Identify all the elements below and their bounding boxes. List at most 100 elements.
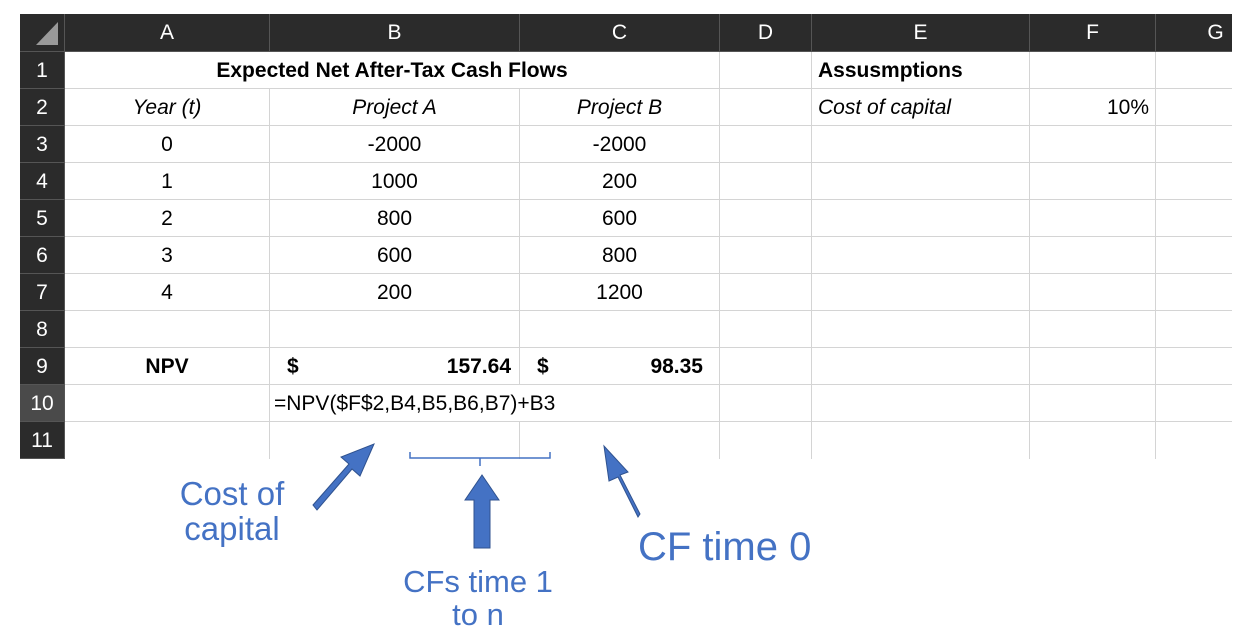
row-header-3[interactable]: 3 (20, 126, 65, 163)
header-project-a-cell[interactable]: Project A (270, 89, 520, 126)
npv-project-b-cell[interactable]: $ 98.35 (520, 348, 720, 385)
cell-d8[interactable] (720, 311, 812, 348)
cell-a10[interactable] (65, 385, 270, 422)
cell-g2[interactable] (1156, 89, 1232, 126)
cell-d10[interactable] (720, 385, 812, 422)
project-b-cell[interactable]: 200 (520, 163, 720, 200)
cell-g1[interactable] (1156, 52, 1232, 89)
cell-d5[interactable] (720, 200, 812, 237)
cell-g6[interactable] (1156, 237, 1232, 274)
cell-c11[interactable] (520, 422, 720, 459)
cell-d11[interactable] (720, 422, 812, 459)
spreadsheet-grid[interactable]: A B C D E F G 1 2 3 4 5 6 7 8 9 10 11 Ex… (20, 14, 1232, 465)
column-header-f[interactable]: F (1030, 14, 1156, 52)
column-header-c[interactable]: C (520, 14, 720, 52)
cell-c8[interactable] (520, 311, 720, 348)
project-a-cell[interactable]: 800 (270, 200, 520, 237)
row-header-2[interactable]: 2 (20, 89, 65, 126)
cell-e5[interactable] (812, 200, 1030, 237)
cell-f1[interactable] (1030, 52, 1156, 89)
cell-f10[interactable] (1030, 385, 1156, 422)
project-a-cell[interactable]: 600 (270, 237, 520, 274)
cell-e9[interactable] (812, 348, 1030, 385)
cell-d3[interactable] (720, 126, 812, 163)
cell-d1[interactable] (720, 52, 812, 89)
grid-crop-mask (0, 464, 1252, 638)
cell-a11[interactable] (65, 422, 270, 459)
currency-symbol: $ (287, 355, 299, 378)
cell-g4[interactable] (1156, 163, 1232, 200)
cell-d9[interactable] (720, 348, 812, 385)
row-header-5[interactable]: 5 (20, 200, 65, 237)
cell-e11[interactable] (812, 422, 1030, 459)
cell-d2[interactable] (720, 89, 812, 126)
column-header-a[interactable]: A (65, 14, 270, 52)
cost-of-capital-value-cell[interactable]: 10% (1030, 89, 1156, 126)
project-a-cell[interactable]: -2000 (270, 126, 520, 163)
select-all-triangle-icon (36, 22, 58, 45)
column-header-e[interactable]: E (812, 14, 1030, 52)
cell-g3[interactable] (1156, 126, 1232, 163)
row-header-4[interactable]: 4 (20, 163, 65, 200)
header-year-cell[interactable]: Year (t) (65, 89, 270, 126)
cell-g7[interactable] (1156, 274, 1232, 311)
row-header-11[interactable]: 11 (20, 422, 65, 459)
npv-formula-text: =NPV($F$2,B4,B5,B6,B7)+B3 (274, 392, 556, 415)
npv-label-cell[interactable]: NPV (65, 348, 270, 385)
project-a-cell[interactable]: 1000 (270, 163, 520, 200)
project-b-cell[interactable]: 1200 (520, 274, 720, 311)
year-cell[interactable]: 3 (65, 237, 270, 274)
npv-project-a-cell[interactable]: $ 157.64 (270, 348, 520, 385)
year-cell[interactable]: 2 (65, 200, 270, 237)
cell-g11[interactable] (1156, 422, 1232, 459)
row-header-9[interactable]: 9 (20, 348, 65, 385)
column-header-d[interactable]: D (720, 14, 812, 52)
project-b-cell[interactable]: 600 (520, 200, 720, 237)
project-a-cell[interactable]: 200 (270, 274, 520, 311)
project-b-cell[interactable]: 800 (520, 237, 720, 274)
cost-of-capital-label-cell[interactable]: Cost of capital (812, 89, 1030, 126)
cell-e7[interactable] (812, 274, 1030, 311)
cell-g5[interactable] (1156, 200, 1232, 237)
row-header-6[interactable]: 6 (20, 237, 65, 274)
cell-g8[interactable] (1156, 311, 1232, 348)
cell-e6[interactable] (812, 237, 1030, 274)
cell-f4[interactable] (1030, 163, 1156, 200)
select-all-corner[interactable] (20, 14, 65, 52)
year-cell[interactable]: 0 (65, 126, 270, 163)
cell-e10[interactable] (812, 385, 1030, 422)
cell-e3[interactable] (812, 126, 1030, 163)
cell-b11[interactable] (270, 422, 520, 459)
cell-f11[interactable] (1030, 422, 1156, 459)
row-header-8[interactable]: 8 (20, 311, 65, 348)
assumptions-title-cell[interactable]: Assusmptions (812, 52, 1030, 89)
cell-g9[interactable] (1156, 348, 1232, 385)
cell-b8[interactable] (270, 311, 520, 348)
header-project-b-cell[interactable]: Project B (520, 89, 720, 126)
cell-f3[interactable] (1030, 126, 1156, 163)
project-b-cell[interactable]: -2000 (520, 126, 720, 163)
npv-project-b-value: 98.35 (650, 355, 703, 378)
year-cell[interactable]: 4 (65, 274, 270, 311)
cell-e4[interactable] (812, 163, 1030, 200)
cell-d7[interactable] (720, 274, 812, 311)
cell-f6[interactable] (1030, 237, 1156, 274)
cell-a8[interactable] (65, 311, 270, 348)
cell-g10[interactable] (1156, 385, 1232, 422)
year-cell[interactable]: 1 (65, 163, 270, 200)
cell-f9[interactable] (1030, 348, 1156, 385)
formula-cell[interactable]: =NPV($F$2,B4,B5,B6,B7)+B3 (270, 385, 720, 422)
column-header-b[interactable]: B (270, 14, 520, 52)
row-header-1[interactable]: 1 (20, 52, 65, 89)
title-cell[interactable]: Expected Net After-Tax Cash Flows (65, 52, 720, 89)
cell-d4[interactable] (720, 163, 812, 200)
cell-e8[interactable] (812, 311, 1030, 348)
cell-f5[interactable] (1030, 200, 1156, 237)
currency-symbol: $ (537, 355, 549, 378)
column-header-g[interactable]: G (1156, 14, 1232, 52)
cell-f8[interactable] (1030, 311, 1156, 348)
cell-d6[interactable] (720, 237, 812, 274)
cell-f7[interactable] (1030, 274, 1156, 311)
row-header-7[interactable]: 7 (20, 274, 65, 311)
row-header-10[interactable]: 10 (20, 385, 65, 422)
